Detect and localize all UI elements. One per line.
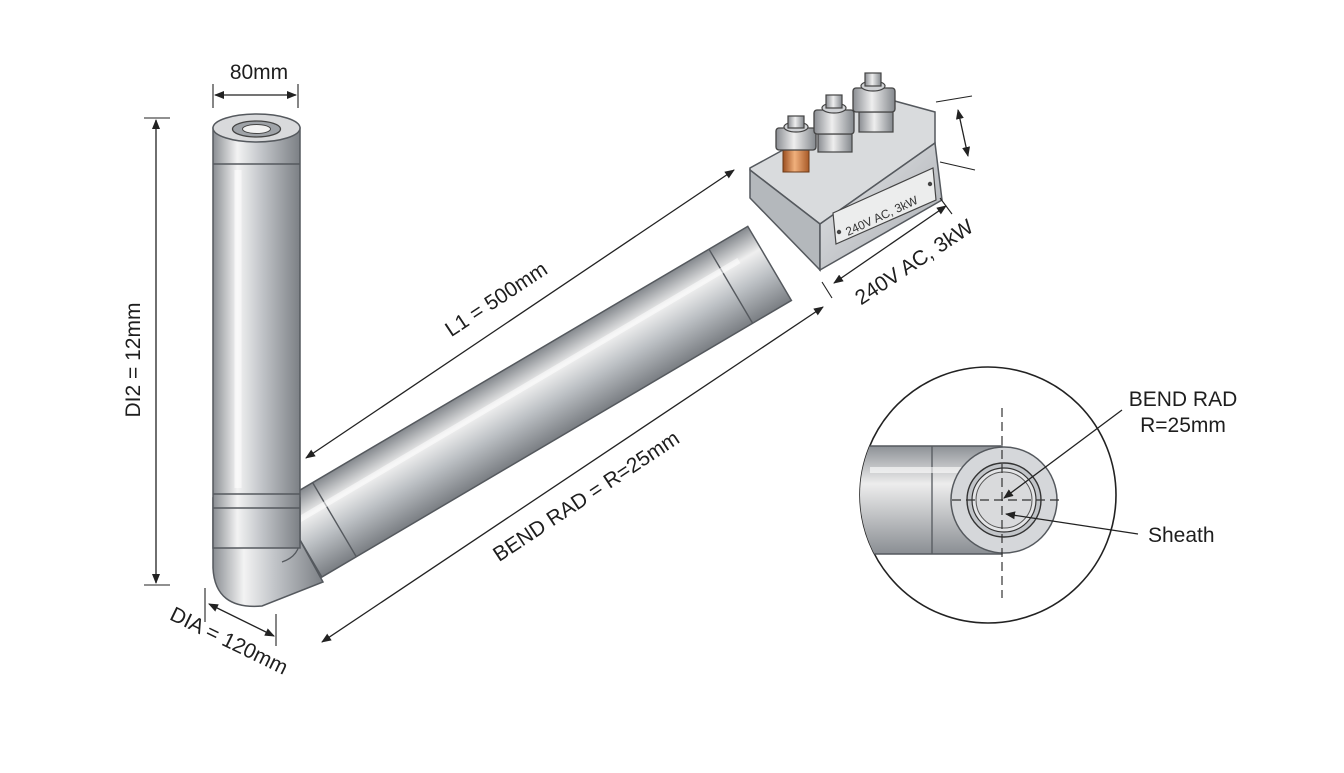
detail-view: BEND RAD R=25mm Sheath (859, 366, 1238, 624)
dim-vertical-length: DI2 = 12mm (122, 117, 170, 586)
heating-tube (212, 113, 793, 608)
detail-bend-rad-value: R=25mm (1140, 414, 1226, 437)
dim-box-height (935, 95, 976, 171)
hex-nut-terminal-icon (852, 87, 896, 113)
vertical-length-label: DI2 = 12mm (122, 303, 145, 418)
terminal-middle (813, 94, 855, 153)
top-width-label: 80mm (230, 61, 288, 84)
terminal-left (775, 115, 817, 173)
terminal-right (852, 72, 896, 133)
horizontal-length-label: L1 = 500mm (441, 258, 552, 342)
dim-top-width: 80mm (212, 61, 299, 108)
detail-bend-rad-label: BEND RAD (1129, 388, 1238, 411)
detail-sheath-label: Sheath (1148, 524, 1215, 547)
